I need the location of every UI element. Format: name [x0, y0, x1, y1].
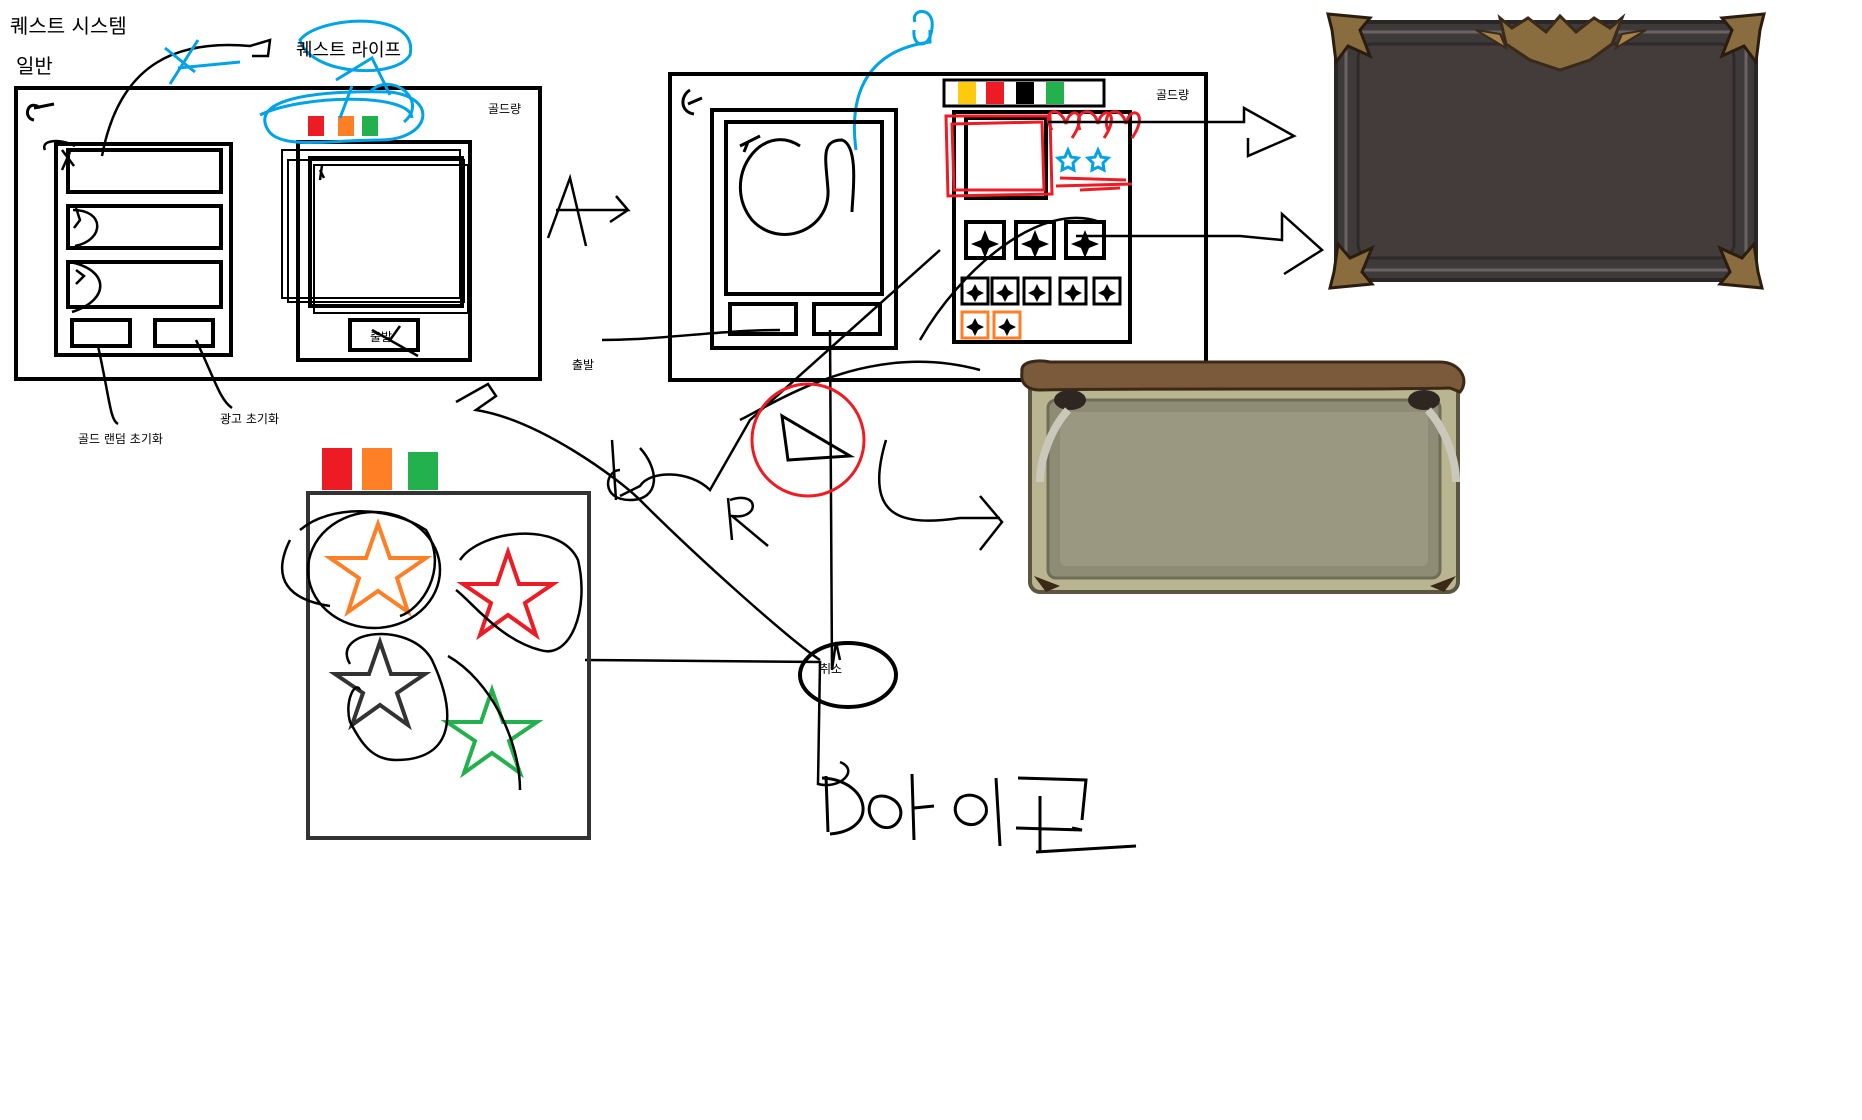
dark-frame-asset — [1326, 12, 1766, 290]
ad-reset-label: 광고 초기화 — [220, 412, 280, 426]
departure-label-left: 출발 — [370, 330, 393, 344]
departure-button-left — [348, 318, 420, 352]
section-general: 일반 — [16, 54, 53, 78]
cancel-ellipse — [798, 641, 898, 709]
gold-amount-left: 골드량 — [488, 102, 522, 116]
item-slot-icons — [966, 230, 1116, 336]
portrait-image — [724, 120, 884, 296]
gold-random-reset-label: 골드 랜덤 초기화 — [78, 432, 163, 446]
rarity-tabs-mid — [942, 78, 1106, 108]
parchment-frame-asset — [1020, 359, 1466, 594]
quest-list-box — [54, 142, 233, 357]
page-title: 퀘스트 시스템 — [10, 14, 127, 38]
reward-box — [952, 110, 1132, 344]
star-rating-box — [280, 448, 591, 840]
quest-detail-panel — [668, 72, 1208, 382]
general-quest-panel — [14, 86, 542, 381]
gold-amount-right: 골드량 — [1156, 88, 1190, 102]
cancel-label: 취소 — [820, 662, 843, 676]
ad-reset-button — [153, 318, 215, 348]
cancel-button-box — [812, 302, 882, 336]
quest-slot-3 — [66, 260, 223, 309]
departure-label-mid: 출발 — [572, 358, 595, 372]
gold-reset-button — [70, 318, 132, 348]
confirm-button — [728, 302, 798, 336]
quest-slot-1 — [66, 148, 223, 194]
quest-life-label: 퀘스트 라이프 — [296, 40, 402, 61]
rarity-tabs-left — [308, 116, 378, 136]
quest-slot-2 — [66, 204, 223, 250]
quest-life-box — [296, 140, 472, 362]
portrait-frame — [710, 108, 898, 350]
